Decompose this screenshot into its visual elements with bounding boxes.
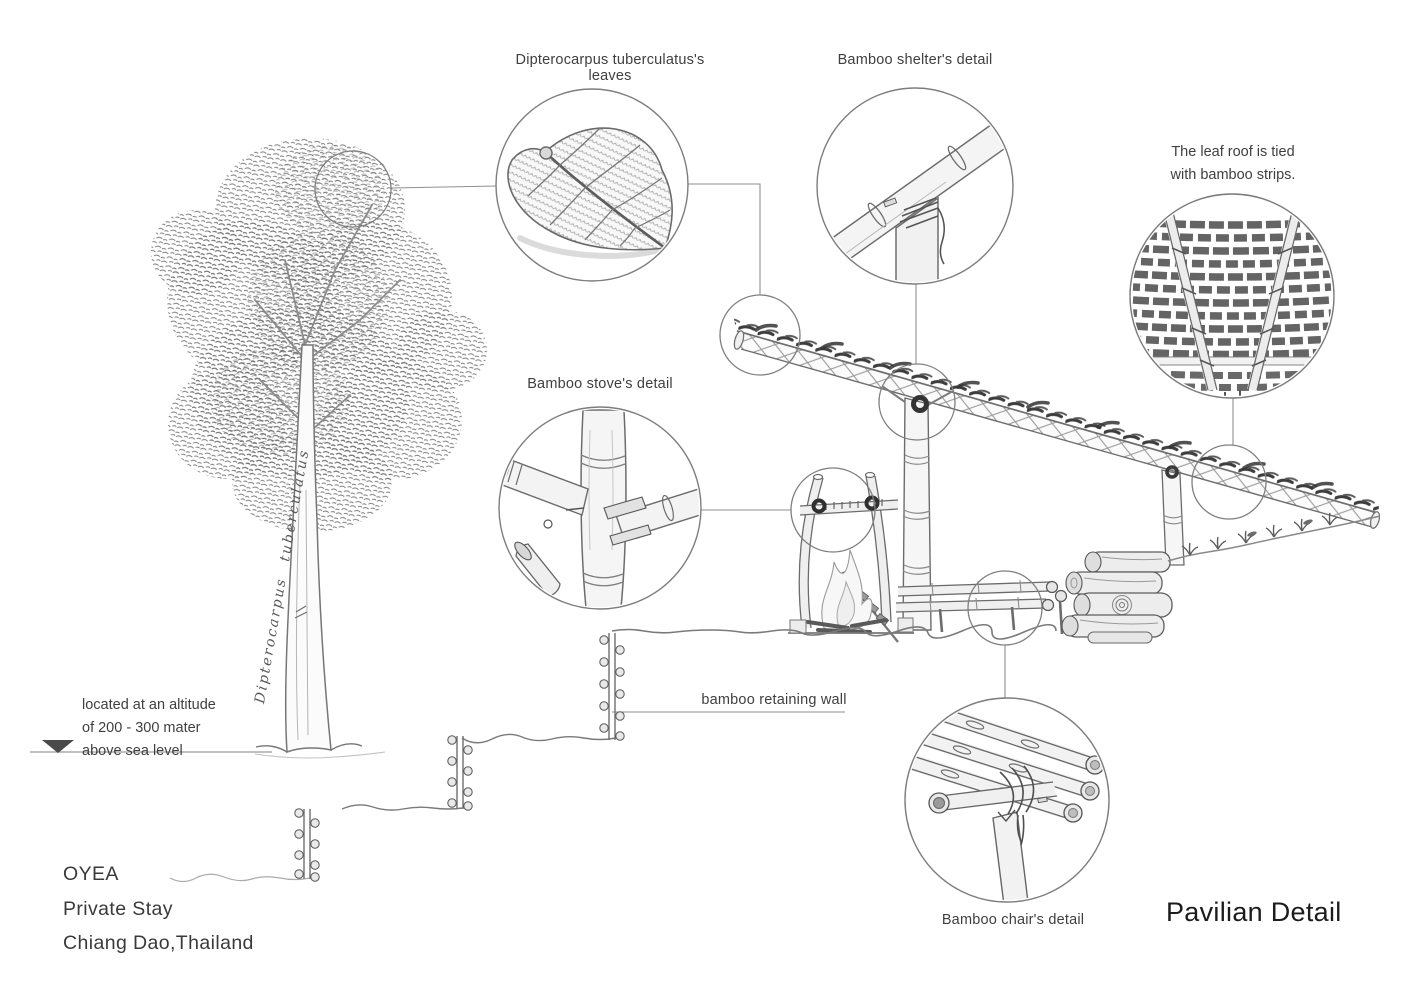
stove-callout-circle (790, 467, 876, 553)
altitude-note-line3: above sea level (82, 743, 183, 759)
terrain-section (30, 623, 1057, 883)
shelter-detail-label: Bamboo shelter's detail (837, 52, 993, 68)
roof-truss (733, 316, 1381, 529)
stove-detail-circle (498, 406, 702, 610)
callout-circles (314, 150, 1267, 646)
project-location: Chiang Dao,Thailand (63, 932, 254, 954)
chair-detail-label: Bamboo chair's detail (941, 912, 1085, 928)
leaf-detail-circle (495, 88, 689, 282)
callout-connector-lines (390, 183, 1234, 713)
retaining-wall-upper (599, 633, 625, 741)
roof-post-callout-circle (878, 363, 956, 441)
project-brand: OYEA (63, 863, 119, 885)
roof-note-line1: The leaf roof is tied (1171, 144, 1295, 160)
stove-detail-label: Bamboo stove's detail (527, 376, 673, 392)
altitude-note: located at an altitude of 200 - 300 mate… (82, 694, 252, 763)
roof-left-callout-circle (719, 294, 801, 376)
secondary-post (1161, 465, 1185, 566)
tree-illustration (151, 138, 487, 759)
retaining-wall-label: bamboo retaining wall (701, 692, 847, 708)
retaining-wall-middle (447, 735, 473, 811)
shelter-detail-circle (816, 87, 1014, 285)
roof-right-callout-circle (1191, 444, 1267, 520)
stove-assembly (788, 471, 914, 643)
altitude-note-line1: located at an altitude (82, 697, 216, 713)
datum-marker (42, 740, 74, 753)
roof-note-line2: with bamboo strips. (1170, 167, 1296, 183)
chair-callout-circle (967, 570, 1043, 646)
main-post (881, 385, 954, 631)
retaining-wall-lower (294, 808, 320, 882)
log-pile (1061, 551, 1173, 644)
leaves-detail-label: Dipterocarpus tuberculatus's leaves (515, 52, 705, 84)
hill-slope (1167, 512, 1381, 562)
roof-note: The leaf roof is tied with bamboo strips… (1158, 141, 1308, 187)
project-subtitle: Private Stay (63, 898, 173, 920)
drawing-title: Pavilian Detail (1166, 897, 1342, 927)
retaining-walls (294, 633, 625, 882)
tree-crown-callout-circle (314, 150, 392, 228)
roof-weave-detail-circle (1129, 193, 1335, 399)
altitude-note-line2: of 200 - 300 mater (82, 720, 201, 736)
chair-detail-circle (904, 697, 1110, 903)
